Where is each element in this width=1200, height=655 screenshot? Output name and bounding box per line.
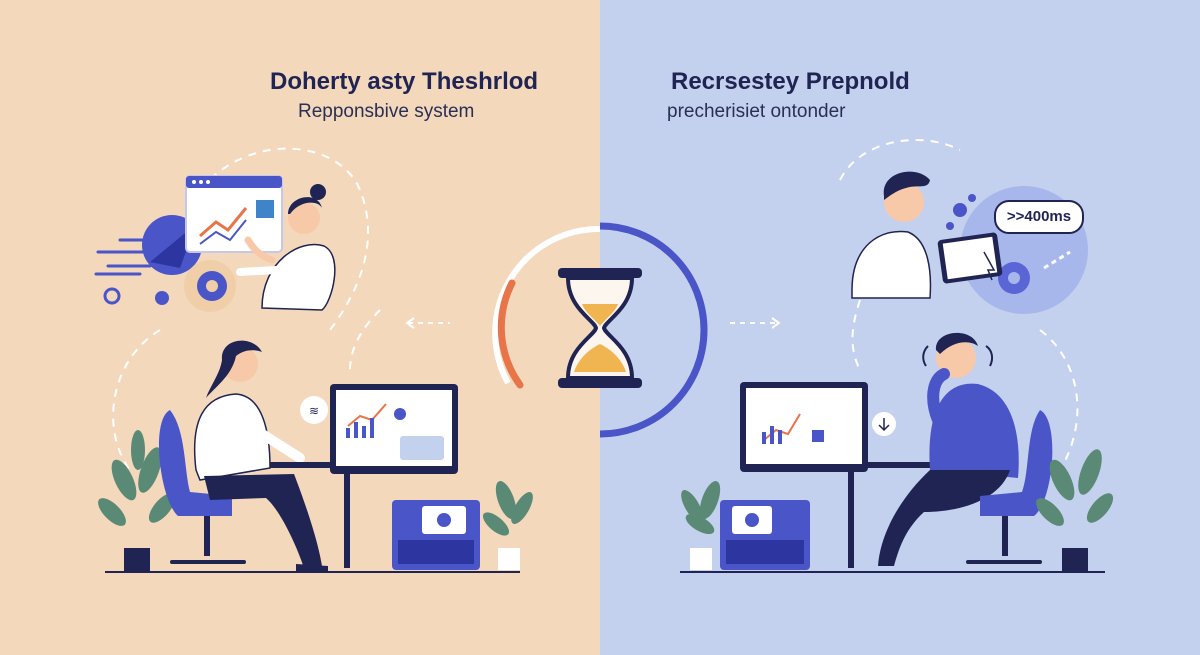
connector-right-mid — [851, 299, 861, 371]
right-desk-scene — [680, 332, 1114, 573]
arrow-right-icon — [771, 317, 781, 329]
center-arrows — [405, 317, 781, 329]
left-title: Dohertу asty Theshrlod — [270, 68, 539, 95]
desk-right — [800, 462, 940, 468]
plant-pot-right — [498, 548, 520, 570]
worker-left-legs — [204, 474, 322, 568]
worker-right-legs — [878, 470, 1010, 566]
plant-right-b — [1036, 449, 1114, 526]
chair — [158, 410, 232, 516]
hourglass-icon — [558, 268, 642, 388]
right-top-vignette — [851, 171, 1088, 314]
left-top-vignette — [94, 175, 336, 312]
latency-badge: >>400ms — [994, 200, 1084, 234]
ring-white-arc — [492, 225, 601, 385]
left-subtitle: Repponsbive system — [298, 101, 475, 122]
chart-icon — [199, 207, 248, 238]
svg-text:≋: ≋ — [309, 404, 319, 418]
plant-pot-right-b — [1062, 548, 1088, 572]
worker-left-torso — [193, 393, 271, 481]
connector-left-bottom — [112, 329, 161, 471]
desk-left — [270, 462, 386, 468]
right-title: Recrsestey Prepnold — [671, 68, 910, 95]
bubble-icon — [103, 287, 121, 305]
plant-left — [98, 430, 176, 526]
connector-left-mid — [349, 309, 381, 371]
dashed-connectors — [112, 139, 1079, 471]
worker-right-torso — [929, 383, 1019, 478]
man-top-torso — [851, 230, 932, 299]
dot-icon — [155, 291, 169, 305]
presenter-torso — [261, 243, 336, 311]
connector-right-bottom — [1039, 329, 1079, 471]
arrow-left-icon — [405, 317, 415, 329]
ring-blue-arc — [599, 222, 708, 438]
progress-ring — [492, 222, 708, 438]
chair-right — [980, 410, 1053, 516]
plant-pot — [124, 548, 150, 572]
connector-left-top — [199, 147, 369, 331]
plant-right-a — [681, 481, 721, 535]
plant-right-left-panel — [482, 481, 533, 536]
connector-right-top — [839, 139, 961, 181]
left-desk-scene: ≋ — [98, 340, 533, 573]
plant-pot-right-a — [690, 548, 712, 570]
presenter-head — [288, 202, 320, 234]
ring-orange-arc — [497, 279, 524, 389]
cursor-icon — [983, 251, 996, 281]
right-subtitle: precherisiet ontonder — [667, 101, 846, 122]
speech-bubble-icon — [300, 396, 328, 424]
